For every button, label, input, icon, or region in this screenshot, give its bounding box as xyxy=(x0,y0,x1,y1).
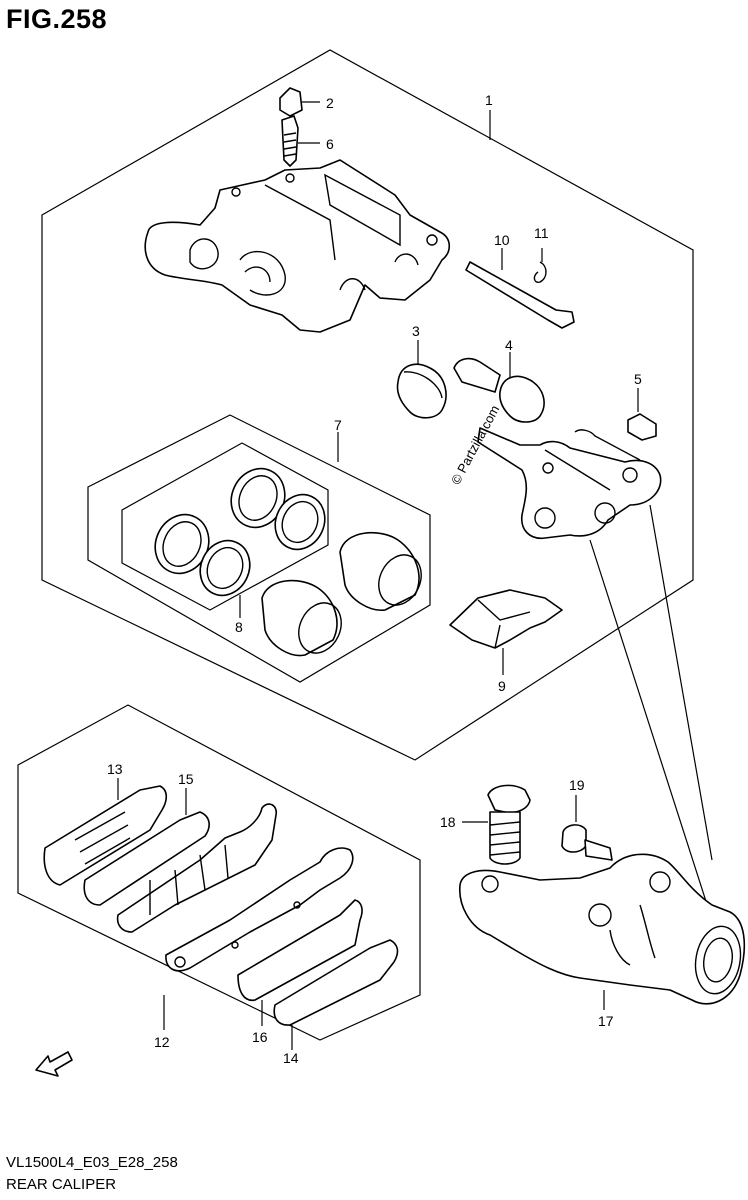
callout-1: 1 xyxy=(485,92,493,108)
callout-15: 15 xyxy=(178,771,194,787)
caliper-body xyxy=(144,159,451,333)
callout-11: 11 xyxy=(534,225,549,241)
callout-6: 6 xyxy=(326,136,334,152)
callout-8: 8 xyxy=(235,619,243,635)
bleeder-valve xyxy=(281,115,320,167)
bolt-19 xyxy=(561,795,613,861)
pad-set-outline xyxy=(17,704,421,1041)
brake-pads xyxy=(43,785,399,1026)
pin-clip xyxy=(533,248,547,284)
caliper-bracket xyxy=(477,427,662,540)
callout-7: 7 xyxy=(334,417,342,433)
bolt-18 xyxy=(462,784,531,865)
leader-bracket-to-holder xyxy=(589,539,713,921)
piston-kit-inner-outline xyxy=(121,442,329,611)
figure-name: REAR CALIPER xyxy=(6,1176,117,1193)
callout-2: 2 xyxy=(326,95,334,111)
callout-18: 18 xyxy=(440,814,456,830)
callout-17: 17 xyxy=(598,1013,614,1029)
pad-spring-9 xyxy=(449,589,563,675)
leader-bracket-to-holder-2 xyxy=(649,504,713,861)
sleeve-and-boot-4 xyxy=(453,352,545,423)
figure-title: FIG.258 xyxy=(6,4,108,34)
pistons xyxy=(261,532,422,657)
callout-19: 19 xyxy=(569,777,585,793)
bleeder-cap xyxy=(279,87,320,117)
callout-5: 5 xyxy=(634,371,642,387)
pad-retainer-5 xyxy=(627,388,657,441)
callout-3: 3 xyxy=(412,323,420,339)
callout-9: 9 xyxy=(498,678,506,694)
callout-10: 10 xyxy=(494,232,510,248)
caliper-holder-17 xyxy=(459,853,746,1010)
callout-4: 4 xyxy=(505,337,513,353)
figure-code: VL1500L4_E03_E28_258 xyxy=(6,1154,178,1171)
callout-13: 13 xyxy=(107,761,123,777)
pin-boot-3 xyxy=(396,340,447,419)
caliper-assembly-outline xyxy=(41,49,694,761)
callout-12: 12 xyxy=(154,1034,170,1050)
fwd-arrow-icon xyxy=(35,1051,73,1077)
piston-kit-outer-outline xyxy=(87,414,431,683)
callout-14: 14 xyxy=(283,1050,299,1066)
pad-pin xyxy=(465,248,575,329)
piston-seals xyxy=(154,467,326,597)
callout-16: 16 xyxy=(252,1029,268,1045)
